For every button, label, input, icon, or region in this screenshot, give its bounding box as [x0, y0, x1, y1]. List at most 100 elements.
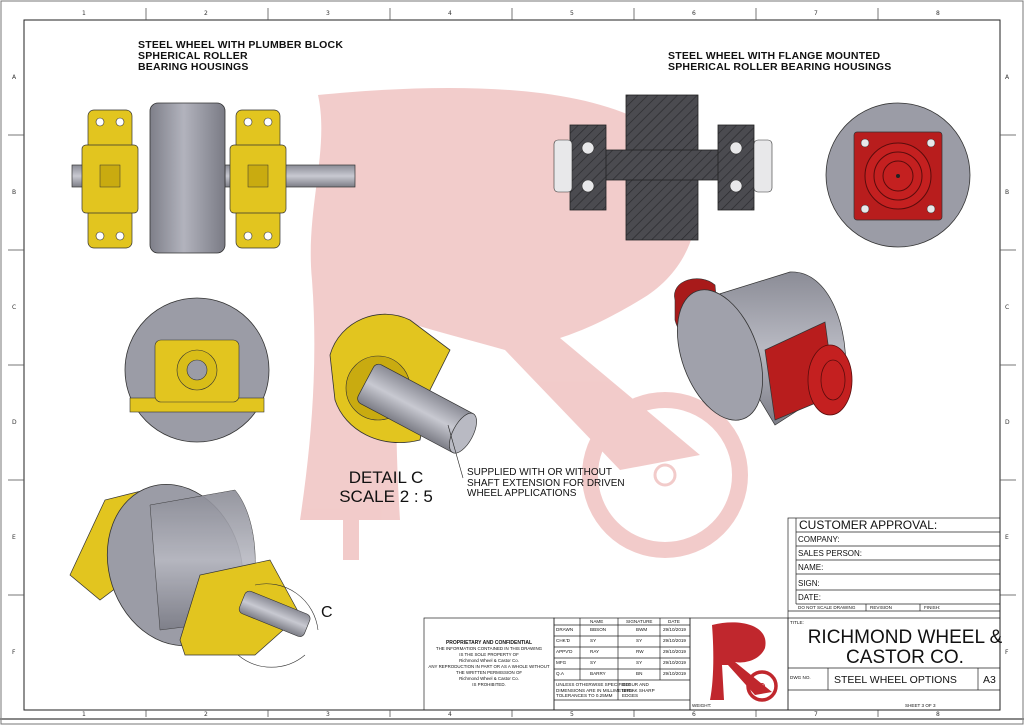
shaft-note-line: SUPPLIED WITH OR WITHOUT: [467, 467, 612, 478]
zone-column-label-bottom: 5: [570, 711, 574, 718]
zone-column-label-top: 4: [448, 10, 452, 17]
proprietary-line: IS THE SOLE PROPERTY OF: [459, 652, 519, 657]
signoff-name: BARRY: [590, 671, 606, 676]
flange-mounted-isometric-view: [674, 271, 853, 426]
company-name: RICHMOND WHEEL & CASTOR CO.: [790, 628, 1020, 668]
signoff-date: 29/10/2019: [663, 638, 686, 643]
signoff-signature: BWM: [636, 627, 648, 632]
tolerance-spec-line: DIMENSIONS ARE IN MILLIMETERS: [556, 687, 634, 693]
revision-label: REVISION: [870, 605, 892, 610]
approval-field-company: COMPANY:: [798, 535, 840, 544]
signoff-name: SY: [590, 660, 597, 665]
company-logo: [710, 622, 778, 702]
sheet-number: SHEET 3 OF 3: [905, 703, 936, 708]
zone-row-label-right: B: [1005, 188, 1010, 196]
approval-field-sign: SIGN:: [798, 579, 820, 588]
proprietary-title: PROPRIETARY AND CONFIDENTIAL: [445, 640, 533, 646]
signoff-role: DRAWN: [556, 627, 574, 632]
proprietary-line: Richmond Wheel & Castor Co.: [459, 658, 519, 663]
signoff-name: RAY: [590, 649, 600, 654]
zone-column-label-bottom: 1: [82, 711, 86, 718]
detail-label-line: SCALE 2 : 5: [339, 487, 433, 506]
left-view-title-line: STEEL WHEEL WITH PLUMBER BLOCK: [138, 39, 344, 51]
detail-c-view: [329, 313, 477, 479]
signoff-role: MFG: [556, 660, 567, 665]
proprietary-line: IS PROHIBITED.: [472, 682, 506, 687]
deburr-note-line: BREAK SHARP: [622, 687, 655, 693]
zone-row-label-right: D: [1005, 418, 1010, 426]
right-view-title-line: STEEL WHEEL WITH FLANGE MOUNTED: [668, 50, 881, 62]
zone-row-label-right: F: [1005, 648, 1009, 656]
zone-row-label-left: C: [12, 303, 17, 311]
approval-field-name: NAME:: [798, 563, 824, 572]
signoff-signature: RW: [636, 649, 644, 654]
signoff-date: 29/10/2019: [663, 649, 686, 654]
proprietary-note: PROPRIETARY AND CONFIDENTIAL THE INFORMA…: [424, 640, 554, 688]
tolerance-spec-line: TOLERANCES TO 0.25MM: [556, 693, 613, 698]
signoff-role: Q.A: [556, 671, 564, 676]
tolerance-spec-line: UNLESS OTHERWISE SPECIFIED:: [556, 682, 631, 687]
company-name-line: CASTOR CO.: [846, 647, 964, 668]
signoff-role: APPV'D: [556, 649, 573, 654]
tolerance-spec: UNLESS OTHERWISE SPECIFIED: DIMENSIONS A…: [556, 682, 633, 699]
right-view-title-line: SPHERICAL ROLLER BEARING HOUSINGS: [668, 61, 892, 73]
header-signature: SIGNATURE: [626, 619, 653, 624]
zone-column-label-top: 8: [936, 10, 940, 17]
finish-label: FINISH:: [924, 605, 941, 610]
left-view-title-line: BEARING HOUSINGS: [138, 61, 249, 73]
deburr-note-line: DEBUR AND: [622, 682, 649, 687]
zone-row-label-right: A: [1005, 73, 1010, 81]
shaft-note-line: SHAFT EXTENSION FOR DRIVEN: [467, 477, 625, 489]
zone-row-label-right: E: [1005, 533, 1009, 541]
customer-approval-title: CUSTOMER APPROVAL:: [799, 518, 938, 532]
zone-row-label-left: D: [12, 418, 17, 426]
zone-column-label-bottom: 3: [326, 711, 330, 718]
company-name-line: RICHMOND WHEEL &: [807, 627, 1003, 648]
shaft-note-line: WHEEL APPLICATIONS: [467, 488, 577, 499]
left-view-title-line: SPHERICAL ROLLER: [138, 50, 248, 62]
zone-row-label-right: C: [1005, 303, 1010, 311]
weight-label: WEIGHT:: [692, 703, 712, 708]
zone-row-label-left: F: [12, 648, 16, 656]
left-view-title: STEEL WHEEL WITH PLUMBER BLOCK SPHERICAL…: [138, 40, 343, 73]
zone-column-label-bottom: 4: [448, 711, 452, 718]
zone-column-label-top: 2: [204, 10, 208, 17]
deburr-note-line: EDGES: [622, 693, 639, 698]
deburr-note: DEBUR AND BREAK SHARP EDGES: [622, 682, 655, 699]
dwg-no-label: DWG NO.: [790, 675, 811, 680]
signoff-name: BBSON: [590, 627, 607, 632]
zone-column-label-top: 5: [570, 10, 574, 17]
title-label: TITLE:: [790, 620, 804, 625]
signoff-signature: SY: [636, 660, 643, 665]
plumber-block-isometric-view: [69, 483, 319, 668]
flange-mounted-section-view: [553, 94, 773, 241]
right-view-title: STEEL WHEEL WITH FLANGE MOUNTED SPHERICA…: [668, 51, 891, 73]
zone-column-label-bottom: 7: [814, 711, 818, 718]
signoff-date: 29/10/2019: [663, 660, 686, 665]
signoff-date: 29/10/2019: [663, 627, 686, 632]
proprietary-line: ANY REPRODUCTION IN PART OR AS A WHOLE W…: [428, 664, 550, 669]
flange-end-view: [825, 102, 971, 248]
signoff-date: 29/10/2019: [663, 671, 686, 676]
signoff-signature: SY: [636, 638, 643, 643]
zone-column-label-top: 3: [326, 10, 330, 17]
zone-row-label-left: E: [12, 533, 16, 541]
do-not-scale-label: DO NOT SCALE DRAWING: [798, 605, 856, 610]
signoff-signature: BN: [636, 671, 643, 676]
shaft-note: SUPPLIED WITH OR WITHOUT SHAFT EXTENSION…: [467, 467, 625, 500]
signoff-role: CHK'D: [556, 638, 570, 643]
zone-row-label-left: B: [12, 188, 17, 196]
zone-column-label-bottom: 2: [204, 711, 208, 718]
detail-label-line: DETAIL C: [348, 468, 424, 487]
proprietary-line: THE INFORMATION CONTAINED IN THIS DRAWIN…: [435, 646, 543, 651]
zone-column-label-top: 6: [692, 10, 696, 17]
detail-callout: C: [321, 604, 333, 621]
plumber-block-end-view: [124, 297, 270, 443]
proprietary-line: THE WRITTEN PERMISSION OF: [455, 670, 523, 675]
zone-column-label-top: 7: [814, 10, 818, 17]
title-block-grid: [423, 517, 1001, 711]
zone-row-label-left: A: [12, 73, 17, 81]
sheet-size: A3: [983, 674, 996, 686]
zone-column-label-bottom: 8: [936, 711, 940, 718]
